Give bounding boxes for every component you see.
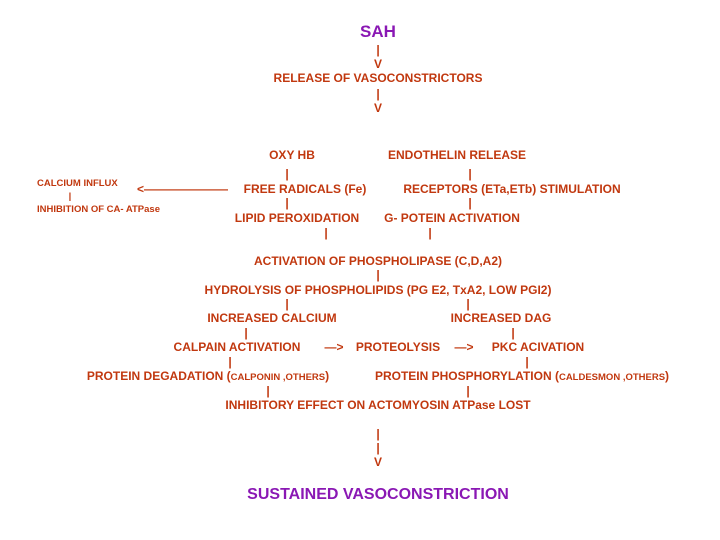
connector-line: | bbox=[511, 326, 515, 340]
right-arrow: —> bbox=[324, 340, 344, 354]
connector-line: | bbox=[466, 384, 470, 398]
connector-line: | bbox=[468, 167, 472, 181]
node-release-vasoconstrictors: RELEASE OF VASOCONSTRICTORS bbox=[273, 71, 483, 85]
node-receptors-stimulation: RECEPTORS (ETa,ETb) STIMULATION bbox=[403, 182, 621, 196]
connector-line: | bbox=[428, 226, 432, 240]
node-calpain-activation: CALPAIN ACTIVATION bbox=[173, 340, 301, 354]
connector-line: | bbox=[285, 196, 289, 210]
protein-phosphorylation-detail: CALDESMON ,OTHERS bbox=[558, 372, 666, 383]
title-sah: SAH bbox=[360, 22, 396, 41]
connector-line: | bbox=[324, 226, 328, 240]
node-phospholipase-activation: ACTIVATION OF PHOSPHOLIPASE (C,D,A2) bbox=[253, 254, 503, 268]
node-pkc-activation: PKC ACIVATION bbox=[491, 340, 585, 354]
connector-line: | bbox=[228, 355, 232, 369]
down-arrow-head: V bbox=[373, 57, 383, 71]
connector-line: | bbox=[376, 43, 380, 57]
connector-line: | bbox=[376, 427, 380, 441]
down-arrow-head: V bbox=[373, 101, 383, 115]
connector-line: | bbox=[266, 384, 270, 398]
connector-line: | bbox=[285, 297, 289, 311]
connector-line: | bbox=[376, 441, 380, 455]
connector-line: | bbox=[376, 87, 380, 101]
connector-line: | bbox=[525, 355, 529, 369]
connector-line: | bbox=[244, 326, 248, 340]
node-proteolysis: PROTEOLYSIS bbox=[355, 340, 441, 354]
connector-line: | bbox=[466, 297, 470, 311]
left-arrow: <——————— bbox=[137, 182, 229, 196]
node-inhibitory-effect: INHIBITORY EFFECT ON ACTOMYOSIN ATPase L… bbox=[225, 398, 531, 412]
node-free-radicals: FREE RADICALS (Fe) bbox=[243, 182, 367, 196]
node-increased-dag: INCREASED DAG bbox=[450, 311, 552, 325]
node-oxy-hb: OXY HB bbox=[269, 148, 315, 162]
node-hydrolysis-phospholipids: HYDROLYSIS OF PHOSPHOLIPIDS (PG E2, TxA2… bbox=[204, 283, 552, 297]
node-inhibition-ca-atpase: INHIBITION OF CA- ATPase bbox=[37, 204, 160, 215]
node-increased-calcium: INCREASED CALCIUM bbox=[207, 311, 337, 325]
node-lipid-peroxidation: LIPID PEROXIDATION bbox=[234, 211, 360, 225]
node-endothelin-release: ENDOTHELIN RELEASE bbox=[387, 148, 527, 162]
down-arrow-head: V bbox=[373, 455, 383, 469]
node-calcium-influx: CALCIUM INFLUX bbox=[37, 178, 118, 189]
connector-line: | bbox=[376, 268, 380, 282]
connector-line: | bbox=[285, 167, 289, 181]
node-protein-phosphorylation: PROTEIN PHOSPHORYLATION (CALDESMON ,OTHE… bbox=[374, 369, 670, 383]
connector-line: | bbox=[68, 191, 72, 202]
final-sustained-vasoconstriction: SUSTAINED VASOCONSTRICTION bbox=[247, 486, 509, 503]
right-arrow: —> bbox=[454, 340, 474, 354]
connector-line: | bbox=[468, 196, 472, 210]
node-g-protein-activation: G- POTEIN ACTIVATION bbox=[384, 211, 520, 225]
node-protein-degradation: PROTEIN DEGADATION (CALPONIN ,OTHERS) bbox=[86, 369, 330, 383]
protein-degradation-detail: CALPONIN ,OTHERS bbox=[230, 372, 326, 383]
